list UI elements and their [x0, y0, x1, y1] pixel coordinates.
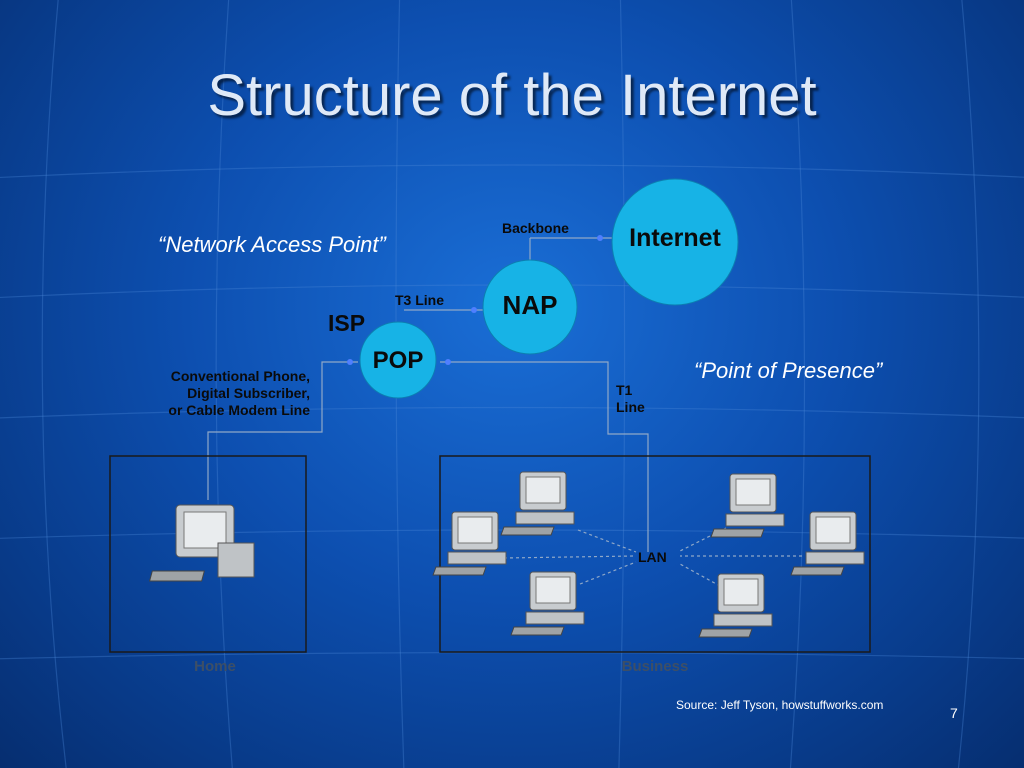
pop-label: POP — [373, 347, 424, 374]
slide-title: Structure of the Internet — [207, 63, 817, 128]
isp-label: ISP — [328, 310, 365, 336]
business-computer-bottom-right — [698, 573, 773, 638]
t1-label-line1: T1 — [616, 382, 633, 398]
phone-label-line3: or Cable Modem Line — [168, 402, 310, 418]
page-number: 7 — [950, 705, 958, 721]
internet-node — [611, 178, 739, 306]
home-box — [109, 455, 307, 653]
lan-link-top-left — [577, 529, 637, 553]
phone-label-line2: Digital Subscriber, — [187, 385, 310, 401]
lan-link-left — [503, 555, 635, 559]
phone-label-line1: Conventional Phone, — [171, 368, 310, 384]
phone-line — [207, 361, 358, 500]
business-computer-top-right — [710, 473, 785, 538]
home-computer — [149, 504, 255, 582]
business-box — [439, 455, 871, 653]
backbone-label: Backbone — [502, 220, 569, 236]
nap-quote: “Network Access Point” — [158, 232, 386, 257]
t3-connector-dot — [471, 307, 477, 313]
lan-link-bottom-right — [679, 563, 721, 587]
nap-node — [482, 259, 578, 355]
t1-label-line2: Line — [616, 399, 645, 415]
business-computer-bottom-left — [510, 571, 585, 636]
lan-label: LAN — [638, 549, 667, 565]
business-computer-right — [790, 511, 865, 576]
pop-quote: “Point of Presence” — [694, 358, 883, 383]
backbone-connector-dot — [597, 235, 603, 241]
internet-label: Internet — [629, 224, 721, 252]
pop-node — [359, 321, 437, 399]
business-label: Business — [622, 658, 689, 675]
pop-right-dot — [445, 359, 451, 365]
pop-left-dot — [347, 359, 353, 365]
business-computer-top-left — [500, 471, 575, 536]
t3-line-label: T3 Line — [395, 292, 444, 308]
source-citation: Source: Jeff Tyson, howstuffworks.com — [676, 698, 884, 712]
lan-link-bottom-left — [579, 561, 637, 585]
business-computer-left — [432, 511, 507, 576]
home-label: Home — [194, 658, 236, 675]
nap-label: NAP — [503, 290, 558, 320]
t1-line — [440, 361, 649, 552]
